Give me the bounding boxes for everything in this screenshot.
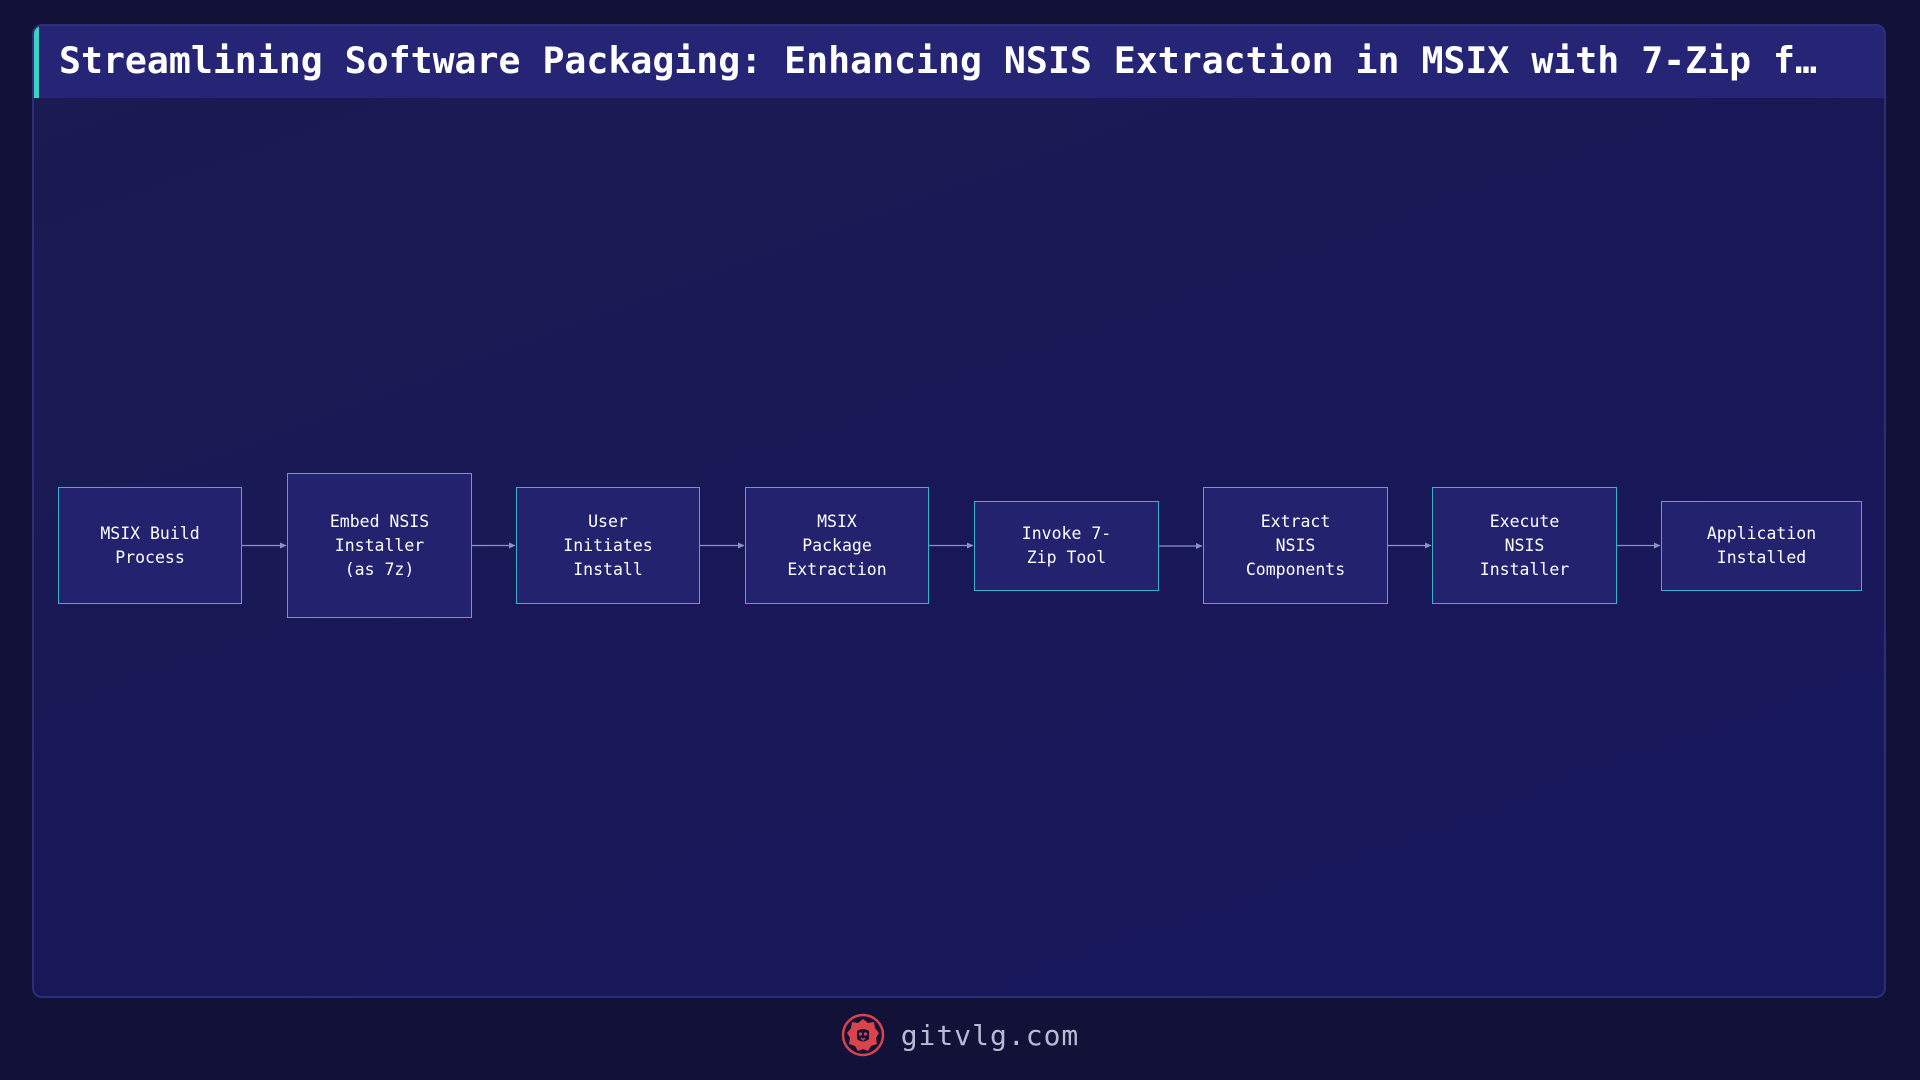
- node-embed-nsis: Embed NSIS Installer (as 7z): [287, 473, 472, 618]
- lion-icon: [841, 1013, 884, 1057]
- node-user-install: User Initiates Install: [516, 487, 700, 604]
- node-label-embed-nsis: Embed NSIS Installer (as 7z): [329, 511, 430, 579]
- node-label-user-install: User Initiates Install: [563, 511, 653, 579]
- node-label-execute-nsis: Execute NSIS Installer: [1479, 511, 1570, 579]
- node-msix-extraction: MSIX Package Extraction: [745, 487, 929, 604]
- node-msix-build: MSIX Build Process: [58, 487, 242, 604]
- node-extract-nsis: Extract NSIS Components: [1203, 487, 1388, 604]
- node-execute-nsis: Execute NSIS Installer: [1432, 487, 1617, 604]
- node-app-installed: Application Installed: [1661, 501, 1862, 591]
- node-label-msix-build: MSIX Build Process: [100, 523, 200, 567]
- node-label-msix-extraction: MSIX Package Extraction: [787, 511, 887, 579]
- site-url: gitvlg.com: [900, 1018, 1080, 1052]
- node-label-invoke-7zip: Invoke 7- Zip Tool: [1021, 524, 1112, 567]
- title-bar: Streamlining Software Packaging: Enhanci…: [34, 26, 1884, 98]
- node-label-app-installed: Application Installed: [1706, 524, 1817, 567]
- footer: gitvlg.com: [0, 1010, 1920, 1060]
- node-invoke-7zip: Invoke 7- Zip Tool: [974, 501, 1159, 591]
- page-title: Streamlining Software Packaging: Enhanci…: [59, 39, 1817, 82]
- node-label-extract-nsis: Extract NSIS Components: [1245, 511, 1346, 579]
